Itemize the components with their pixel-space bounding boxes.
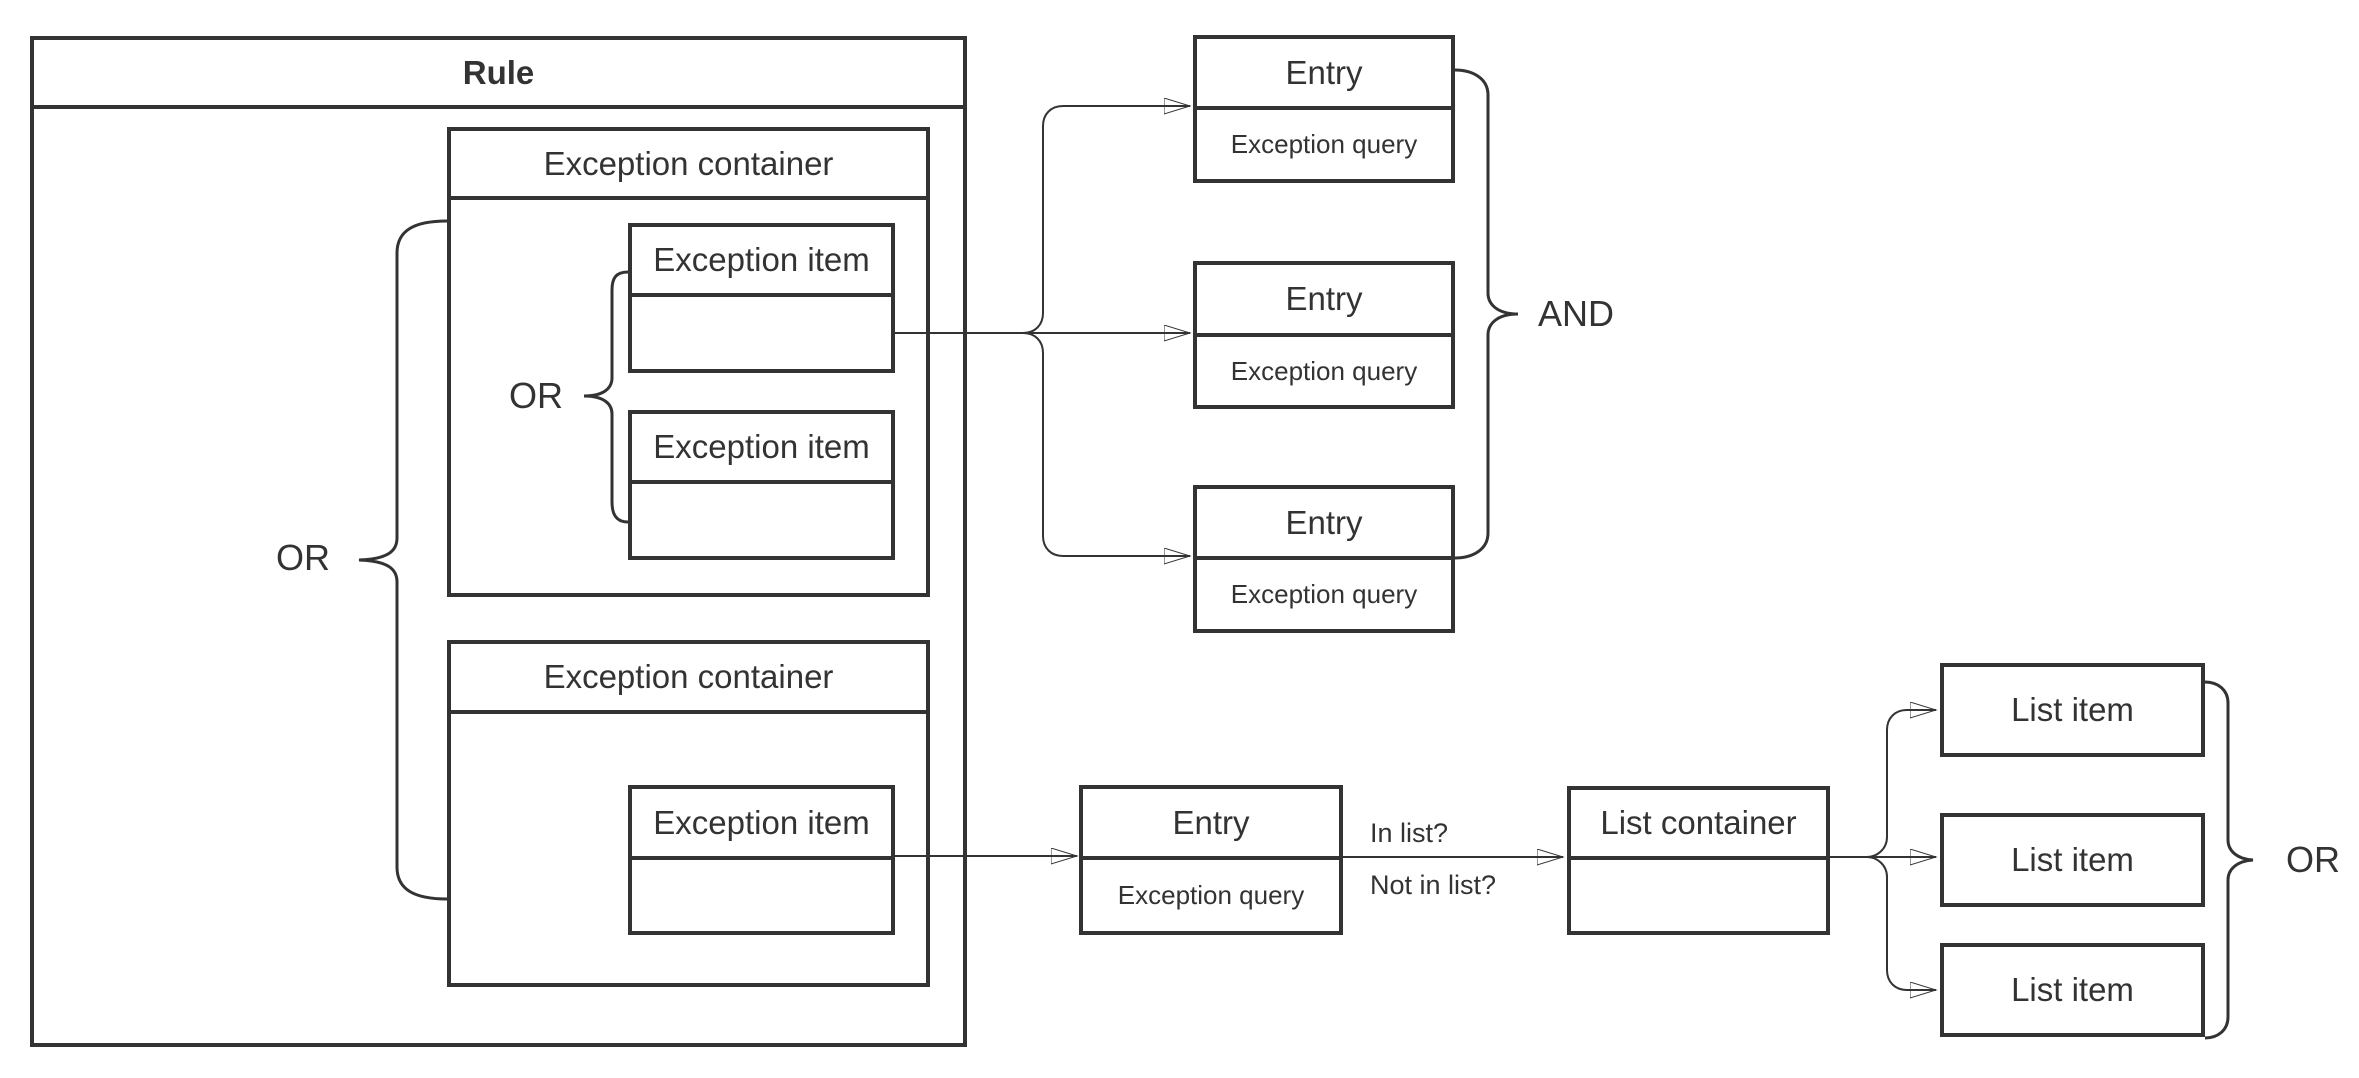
exception-item-2: Exception item [628,785,895,935]
outer-or-label: OR [276,537,330,578]
list-flow-entry-box: Entry Exception query [1079,785,1343,935]
branch-to-entry-3 [1022,332,1190,556]
list-flow-entry-query: Exception query [1117,880,1305,910]
list-container-body [1571,860,1826,931]
exception-item-1b: Exception item [628,410,895,560]
exception-item-1a-title: Exception item [632,227,891,297]
list-flow-entry-title: Entry [1083,789,1339,860]
exception-item-1a: Exception item [628,223,895,373]
branch-to-list-item-1 [1866,710,1936,858]
list-item-2: List item [1940,813,2205,907]
rule-title: Rule [34,40,963,109]
branch-to-entry-1 [1022,106,1190,334]
entry-2-title: Entry [1197,265,1451,337]
entry-1-box: Entry Exception query [1193,35,1455,183]
exception-item-2-title: Exception item [632,789,891,860]
entry-3-title: Entry [1197,489,1451,560]
exception-item-2-body [632,860,891,931]
entry-3-box: Entry Exception query [1193,485,1455,633]
and-label: AND [1538,293,1615,334]
entry-1-title: Entry [1197,39,1451,110]
list-or-label: OR [2286,839,2340,880]
exception-container-1-title: Exception container [451,131,926,200]
exception-item-1b-title: Exception item [632,414,891,484]
list-container-title: List container [1571,790,1826,860]
entry-2-box: Entry Exception query [1193,261,1455,409]
list-container-box: List container [1567,786,1830,935]
in-list-label: In list? [1370,818,1449,848]
list-item-2-label: List item [2011,841,2134,878]
list-item-3: List item [1940,943,2205,1037]
entry-2-query: Exception query [1230,355,1418,386]
not-in-list-label: Not in list? [1370,870,1497,900]
inner-or-label: OR [509,375,563,416]
exception-container-2-title: Exception container [451,644,926,714]
list-item-1-label: List item [2011,691,2134,728]
entry-1-query: Exception query [1230,129,1418,159]
list-item-1: List item [1940,663,2205,757]
entry-3-query: Exception query [1230,579,1418,609]
exception-item-1a-body [632,297,891,369]
and-brace [1454,68,1519,560]
list-item-3-label: List item [2011,971,2134,1008]
exception-item-1b-body [632,484,891,556]
list-or-brace [2204,680,2254,1040]
branch-to-list-item-3 [1866,856,1936,990]
